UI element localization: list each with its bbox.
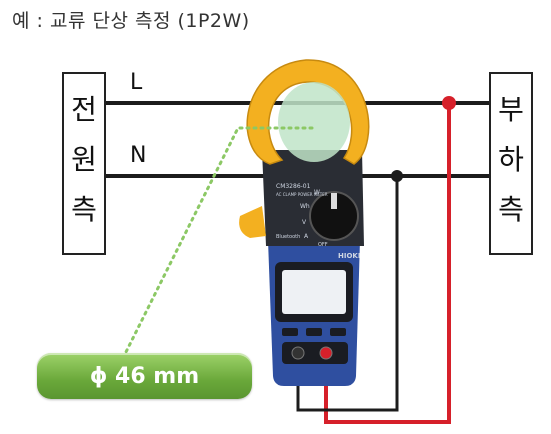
meter-model: CM3286-01: [276, 183, 311, 190]
meter-button-1: [282, 328, 298, 336]
diameter-badge: ϕ 46 mm: [37, 353, 252, 399]
black-connection-dot: [391, 170, 403, 182]
clamp-trigger: [239, 206, 266, 238]
clamp-jaw: [246, 59, 370, 165]
clamp-meter: HIOKI CM3286-01 AC CLAMP POWER METER Blu…: [239, 59, 370, 386]
red-jack: [319, 346, 333, 360]
meter-button-3: [330, 328, 346, 336]
dial-label-w: W: [314, 189, 320, 196]
black-jack: [291, 346, 305, 360]
source-side-box: 전 원 측: [62, 72, 106, 255]
load-label-char-3: 측: [498, 193, 524, 226]
dial-label-a: A: [304, 233, 309, 240]
dial-label-v: V: [302, 219, 307, 226]
lcd-screen: [282, 270, 346, 314]
source-label-char-1: 전: [71, 93, 97, 126]
page-heading: 예 : 교류 단상 측정 (1P2W): [12, 10, 250, 32]
red-test-lead: [324, 103, 451, 424]
meter-brand: HIOKI: [338, 252, 360, 260]
line-L-label: L: [130, 70, 143, 95]
line-N-label: N: [130, 143, 147, 168]
clamp-opening: [278, 82, 350, 162]
dial-pointer: [331, 193, 337, 209]
dial-label-off: OFF: [318, 242, 328, 248]
dial-label-wh: Wh: [300, 203, 310, 210]
source-label-char-2: 원: [71, 143, 97, 176]
load-label-char-1: 부: [498, 93, 524, 126]
meter-button-2: [306, 328, 322, 336]
diameter-callout-line: [124, 126, 314, 354]
red-connection-dot: [442, 96, 456, 110]
load-side-box: 부 하 측: [489, 72, 533, 255]
meter-model-sub: AC CLAMP POWER METER: [276, 192, 328, 197]
source-label-char-3: 측: [71, 193, 97, 226]
load-label-char-2: 하: [498, 143, 524, 176]
meter-bluetooth: Bluetooth: [276, 234, 300, 240]
rotary-dial: [309, 191, 359, 241]
